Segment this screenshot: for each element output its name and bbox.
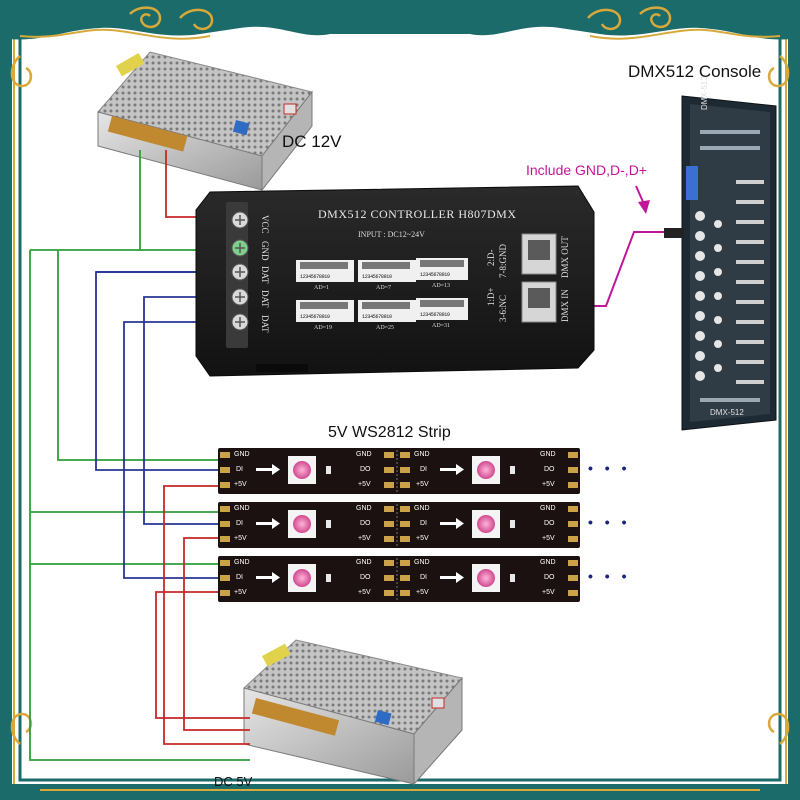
strip-pin-5v: +5V [416,481,429,488]
strip-pin-gnd: GND [414,559,430,566]
led-strips [218,448,580,602]
strip-pin-gnd: GND [356,451,372,458]
pin-label-d-plus: 1:D+ [486,287,496,306]
pin-label-gnd: 7-8:GND [498,244,508,278]
strip-pin-gnd: GND [356,559,372,566]
console-faders [736,180,764,384]
strip-pin-5v: +5V [416,589,429,596]
pin-label-nc: 3-6:NC [498,295,508,322]
led-chips [288,456,500,592]
psu-top-image [97,51,313,192]
terminal-label-gnd: GND [260,241,270,261]
pin-label-d-minus: 2:D- [486,249,496,267]
dip-address: AD=7 [376,285,392,291]
dip-digits: 12345678910 [300,314,330,320]
strip-pin-5v: +5V [234,589,247,596]
dip-address: AD=1 [314,285,330,291]
dip-switches [296,258,468,322]
strip-pin-5v: +5V [358,535,371,542]
strip-title: 5V WS2812 Strip [328,424,451,441]
include-label: Include GND,D-,D+ [526,162,647,178]
strip-pin-gnd: GND [540,559,556,566]
strip-pin-do: DO [544,574,555,581]
strip-pin-di: DI [236,466,243,473]
psu-bottom-label: DC 5V [214,774,253,789]
strip-pin-5v: +5V [234,481,247,488]
console-knobs [695,211,722,381]
wires [29,150,668,761]
strip-pin-di: DI [420,466,427,473]
strip-pin-5v: +5V [542,589,555,596]
strip-continuation-dots: • • • [588,568,631,584]
strip-continuation-dots: • • • [588,514,631,530]
strip-pin-do: DO [360,466,371,473]
dip-address: AD=25 [376,325,395,331]
strip-pin-5v: +5V [358,589,371,596]
strip-pin-5v: +5V [416,535,429,542]
signal-arrows [256,464,464,583]
strip-pin-gnd: GND [540,451,556,458]
strip-pin-gnd: GND [540,505,556,512]
dip-digits: 12345678910 [362,274,392,280]
port-label-dmx-in: DMX IN [560,289,570,322]
strip-pin-di: DI [236,574,243,581]
dip-digits: 12345678910 [362,314,392,320]
dip-digits: 12345678910 [420,312,450,318]
terminal-screws [231,211,249,331]
rj45-ports [521,233,557,323]
strip-pin-5v: +5V [542,481,555,488]
terminal-label-vcc: VCC [260,215,270,234]
terminal-label-dat-1: DAT [260,266,270,284]
strip-pin-gnd: GND [234,559,250,566]
strip-pin-gnd: GND [414,505,430,512]
strip-pin-do: DO [544,520,555,527]
port-label-dmx-out: DMX OUT [560,236,570,278]
dmx-controller-image [195,185,595,377]
console-model-bottom: DMX-512 [710,408,744,417]
console-label: DMX512 Console [628,62,762,81]
include-arrow [635,185,650,214]
controller-input-rating: INPUT : DC12~24V [358,230,425,239]
strip-continuation-dots: • • • [588,460,631,476]
controller-title: DMX512 CONTROLLER H807DMX [318,207,517,221]
dip-address: AD=31 [432,323,451,329]
dip-digits: 12345678910 [300,274,330,280]
terminal-label-dat-2: DAT [260,290,270,308]
dip-address: AD=13 [432,283,451,289]
strip-pin-di: DI [420,574,427,581]
strip-pin-gnd: GND [234,505,250,512]
strip-pin-gnd: GND [356,505,372,512]
strip-pin-do: DO [360,574,371,581]
strip-pin-gnd: GND [414,451,430,458]
strip-pin-di: DI [236,520,243,527]
psu-bottom-image [242,639,463,786]
strip-pin-5v: +5V [234,535,247,542]
strip-pin-gnd: GND [234,451,250,458]
psu-top-label: DC 12V [282,132,342,151]
strip-pin-do: DO [360,520,371,527]
dmx-console-image [664,95,777,431]
strip-pin-5v: +5V [542,535,555,542]
strip-pin-do: DO [544,466,555,473]
dip-address: AD=19 [314,325,333,331]
terminal-label-dat-3: DAT [260,315,270,333]
strip-pin-di: DI [420,520,427,527]
console-model-top: DMX-512 [700,76,709,110]
dip-digits: 12345678910 [420,272,450,278]
strip-pin-5v: +5V [358,481,371,488]
